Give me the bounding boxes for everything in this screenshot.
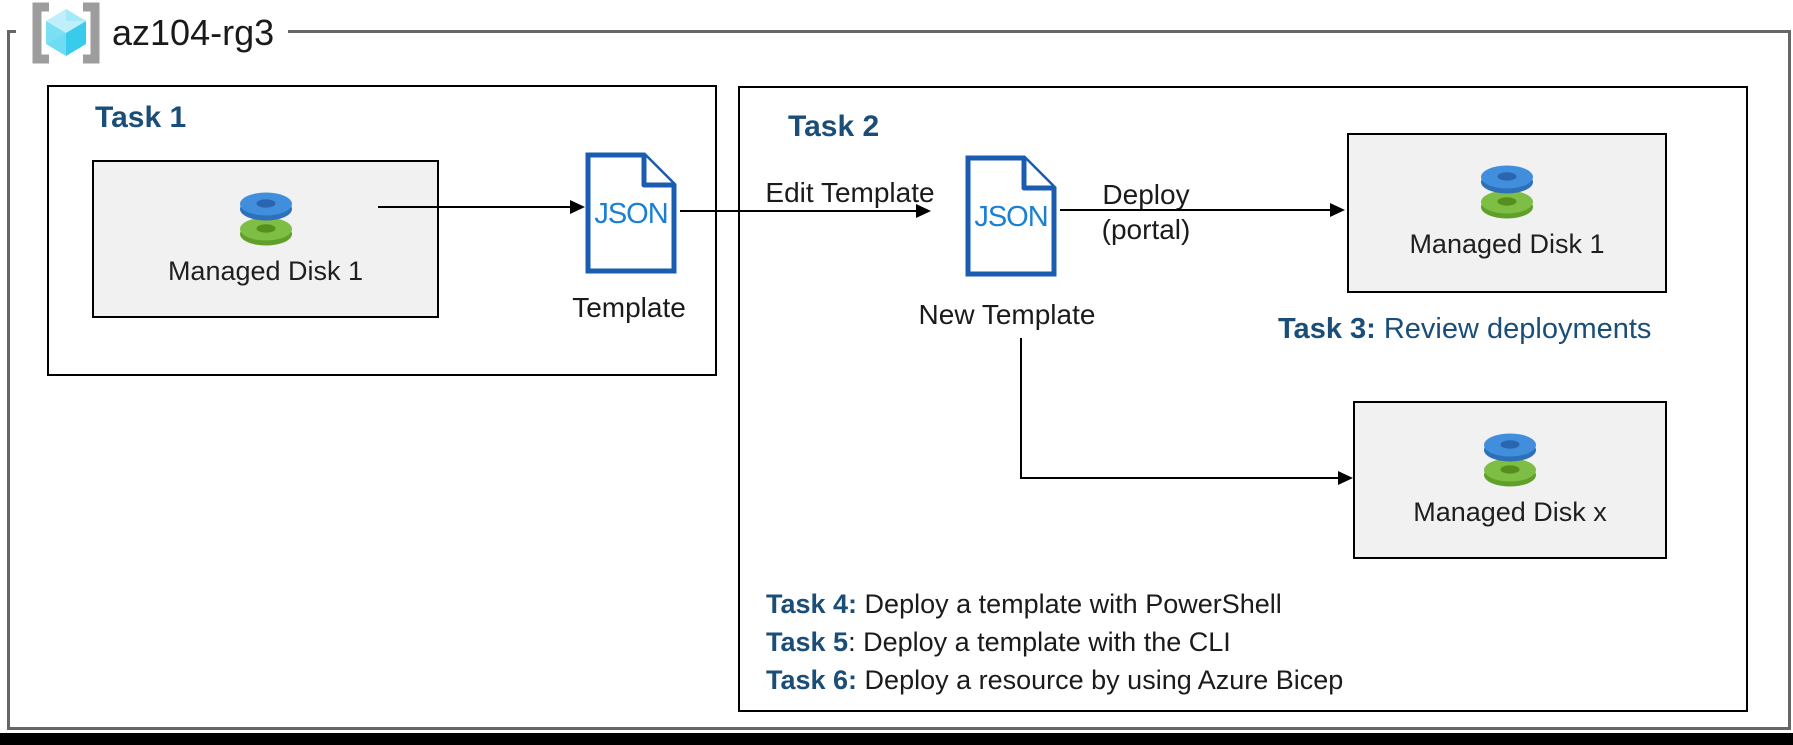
resource-group-name: az104-rg3 bbox=[112, 12, 275, 53]
managed-disk-1-label: Managed Disk 1 bbox=[167, 256, 364, 286]
edit-template-label: Edit Template bbox=[765, 177, 935, 208]
task2-title: Task 2 bbox=[788, 110, 880, 143]
task6-line: Task 6: Deploy a resource by using Azure… bbox=[766, 665, 1344, 695]
template-label: Template bbox=[572, 292, 686, 323]
managed-disk-icon bbox=[239, 192, 292, 246]
task3-prefix: Task 3: bbox=[1278, 313, 1376, 345]
task4-line: Task 4: Deploy a template with PowerShel… bbox=[766, 589, 1282, 619]
frame-label-gap bbox=[16, 28, 288, 36]
task3-caption: Task 3: Review deployments bbox=[1278, 313, 1651, 346]
task5-line: Task 5: Deploy a template with the CLI bbox=[766, 627, 1231, 657]
json-icon-text: JSON bbox=[594, 198, 668, 230]
managed-disk-x-box: Managed Disk x bbox=[1353, 401, 1667, 559]
json-icon-text: JSON bbox=[974, 201, 1048, 233]
managed-disk-1-deployed-label: Managed Disk 1 bbox=[1409, 229, 1605, 259]
bottom-black-bar bbox=[0, 733, 1793, 745]
task3-text: Review deployments bbox=[1375, 313, 1652, 345]
task1-title: Task 1 bbox=[95, 101, 187, 134]
task-list: Task 4: Deploy a template with PowerShel… bbox=[766, 585, 1343, 699]
resource-group-icon bbox=[32, 2, 100, 64]
json-file-icon: JSON bbox=[585, 152, 677, 274]
deploy-portal-label: (portal) bbox=[1101, 214, 1191, 245]
managed-disk-1-box: Managed Disk 1 bbox=[92, 160, 439, 318]
managed-disk-icon bbox=[1481, 165, 1533, 219]
new-template-label: New Template bbox=[918, 299, 1096, 330]
managed-disk-icon bbox=[1484, 433, 1536, 487]
managed-disk-1-deployed-box: Managed Disk 1 bbox=[1347, 133, 1667, 293]
json-file-icon: JSON bbox=[965, 155, 1057, 277]
deploy-label: Deploy bbox=[1102, 179, 1190, 210]
managed-disk-x-label: Managed Disk x bbox=[1413, 497, 1607, 527]
resource-group-frame bbox=[7, 30, 1791, 730]
